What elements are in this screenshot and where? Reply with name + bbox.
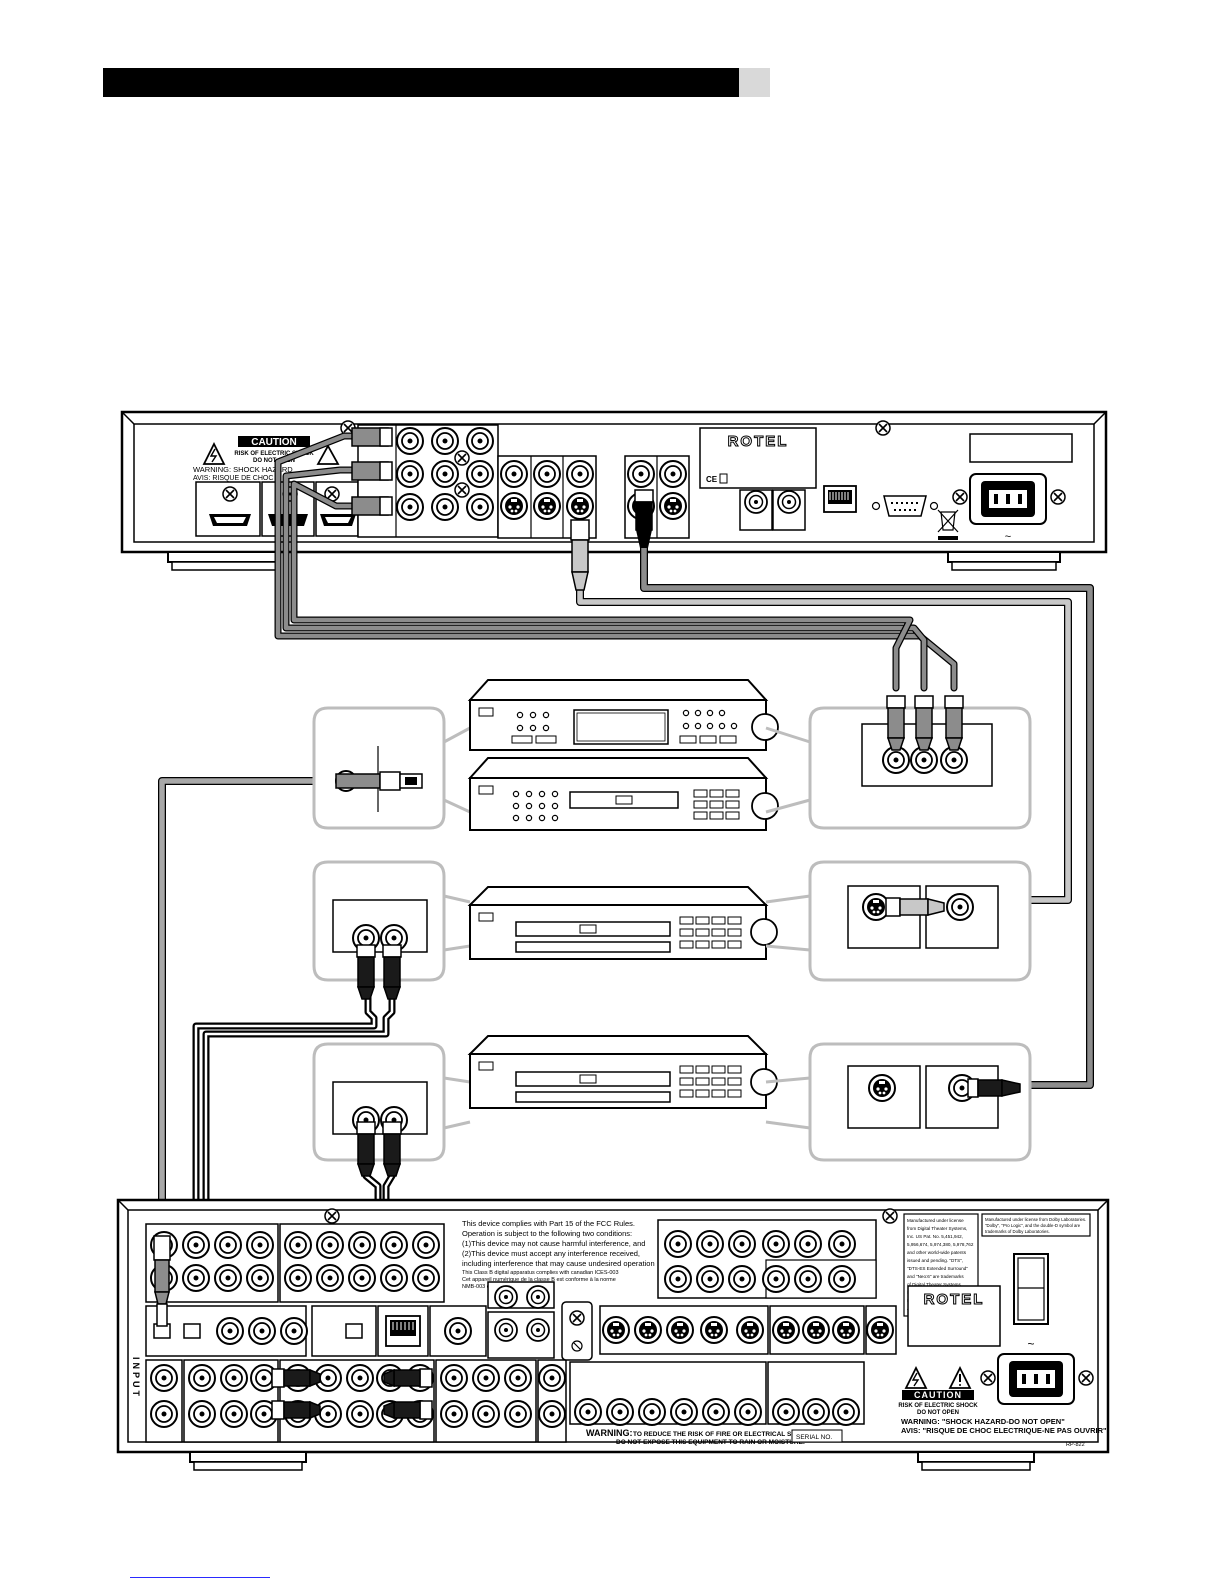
fcc-line: This Class B digital apparatus complies …	[462, 1270, 619, 1276]
dts-line: 5,956,674, 5,974,380, 5,978,762	[907, 1242, 974, 1247]
top-warning-line2: AVIS: RISQUE DE CHOC E	[193, 475, 280, 482]
dts-line: Inc. US Pat. No. 5,451,942,	[907, 1234, 963, 1239]
fcc-line: Cet appareil numérique de la classe B es…	[462, 1277, 616, 1283]
dolby-line: trademarks of Dolby Laboratories.	[985, 1229, 1050, 1234]
row1-devices	[312, 679, 1032, 831]
dts-line: Manufactured under license	[907, 1218, 964, 1223]
screw-icon	[882, 1208, 898, 1224]
dolby-line: Manufactured under license from Dolby La…	[985, 1217, 1086, 1222]
warning-triangle-icon	[316, 444, 340, 465]
screw-icon	[324, 1208, 340, 1224]
top-plugs	[351, 427, 654, 591]
rs232-port	[871, 495, 939, 517]
screw-icon	[875, 420, 891, 436]
dts-line: issued and pending. "DTS",	[907, 1258, 963, 1263]
fire-warning-label: WARNING:	[586, 1428, 633, 1438]
warning-triangle-icon	[202, 441, 226, 465]
dts-line: of Digital Theater Systems,	[907, 1282, 962, 1287]
optical-plug	[335, 770, 423, 792]
fcc-line: This device complies with Part 15 of the…	[462, 1219, 635, 1228]
receiver-warning-main: WARNING: "SHOCK HAZARD-DO NOT OPEN"	[901, 1417, 1065, 1426]
power-socket-icon	[980, 1353, 1094, 1405]
serial-number-label: SERIAL NO.	[796, 1434, 832, 1441]
fcc-line: (1)This device may not cause harmful int…	[462, 1239, 645, 1248]
warning-triangle-icon	[904, 1365, 928, 1389]
dts-line: and other world-wide patents	[907, 1250, 967, 1255]
header-bar-black	[103, 68, 739, 97]
footer-link-underline	[130, 1577, 270, 1578]
top-brand-logo: ROTEL	[728, 433, 789, 450]
rj45-jack-icon	[823, 485, 857, 513]
top-caution-line2: DO NOT OPEN	[253, 458, 295, 464]
svideo-plug	[885, 897, 945, 917]
power-socket-icon	[952, 473, 1066, 525]
receiver-rear-panel: INPUT This device complies with Part 15 …	[116, 1198, 1110, 1471]
top-caution-line1: RISK OF ELECTRIC SHOCK	[234, 451, 314, 457]
dolby-line: "Dolby", "Pro Logic", and the double-D s…	[985, 1223, 1081, 1228]
receiver-brand-logo: ROTEL	[924, 1291, 985, 1308]
header-bar-tab	[739, 68, 770, 97]
receiver-power-symbol: ~	[1027, 1337, 1034, 1351]
top-warning-line1: WARNING: SHOCK HAZARD	[193, 465, 293, 474]
weee-bin-icon	[937, 509, 959, 540]
composite-plug	[967, 1078, 1021, 1098]
fcc-line: Operation is subject to the following tw…	[462, 1229, 632, 1238]
fcc-line: (2)This device must accept any interfere…	[462, 1249, 640, 1258]
receiver-caution-line2: DO NOT OPEN	[917, 1410, 959, 1416]
fire-warning-line1: TO REDUCE THE RISK OF FIRE OR ELECTRICAL…	[633, 1431, 812, 1438]
rj45-jack-icon	[385, 1315, 421, 1347]
top-unit-rear-panel: CAUTION RISK OF ELECTRIC SHOCK DO NOT OP…	[120, 410, 1108, 571]
ce-mark-icon: CE	[706, 475, 718, 484]
fire-warning-line2: DO NOT EXPOSE THIS EQUIPMENT TO RAIN OR …	[616, 1439, 805, 1446]
row2-devices	[312, 860, 1032, 1000]
receiver-optical-plug	[153, 1235, 171, 1327]
top-caution-title: CAUTION	[251, 437, 297, 448]
fcc-line: including interference that may cause un…	[462, 1259, 655, 1268]
section-header-bar	[103, 68, 770, 97]
dts-line: and "Neo:6" are trademarks	[907, 1274, 964, 1279]
receiver-caution-title: CAUTION	[914, 1390, 962, 1400]
receiver-caution-line1: RISK OF ELECTRIC SHOCK	[898, 1403, 978, 1409]
receiver-input-label: INPUT	[131, 1357, 141, 1399]
row3-devices	[312, 1035, 1032, 1177]
dts-line: from Digital Theater Systems,	[907, 1226, 967, 1231]
dts-line: "DTS-ES Extended Surround"	[907, 1266, 968, 1271]
top-power-symbol: ~	[1005, 531, 1011, 543]
receiver-avis-main: AVIS: "RISQUE DE CHOC ELECTRIQUE-NE PAS …	[901, 1426, 1107, 1435]
dolby-license: Manufactured under license from Dolby La…	[985, 1217, 1086, 1234]
receiver-model: RP-822	[1066, 1442, 1085, 1448]
